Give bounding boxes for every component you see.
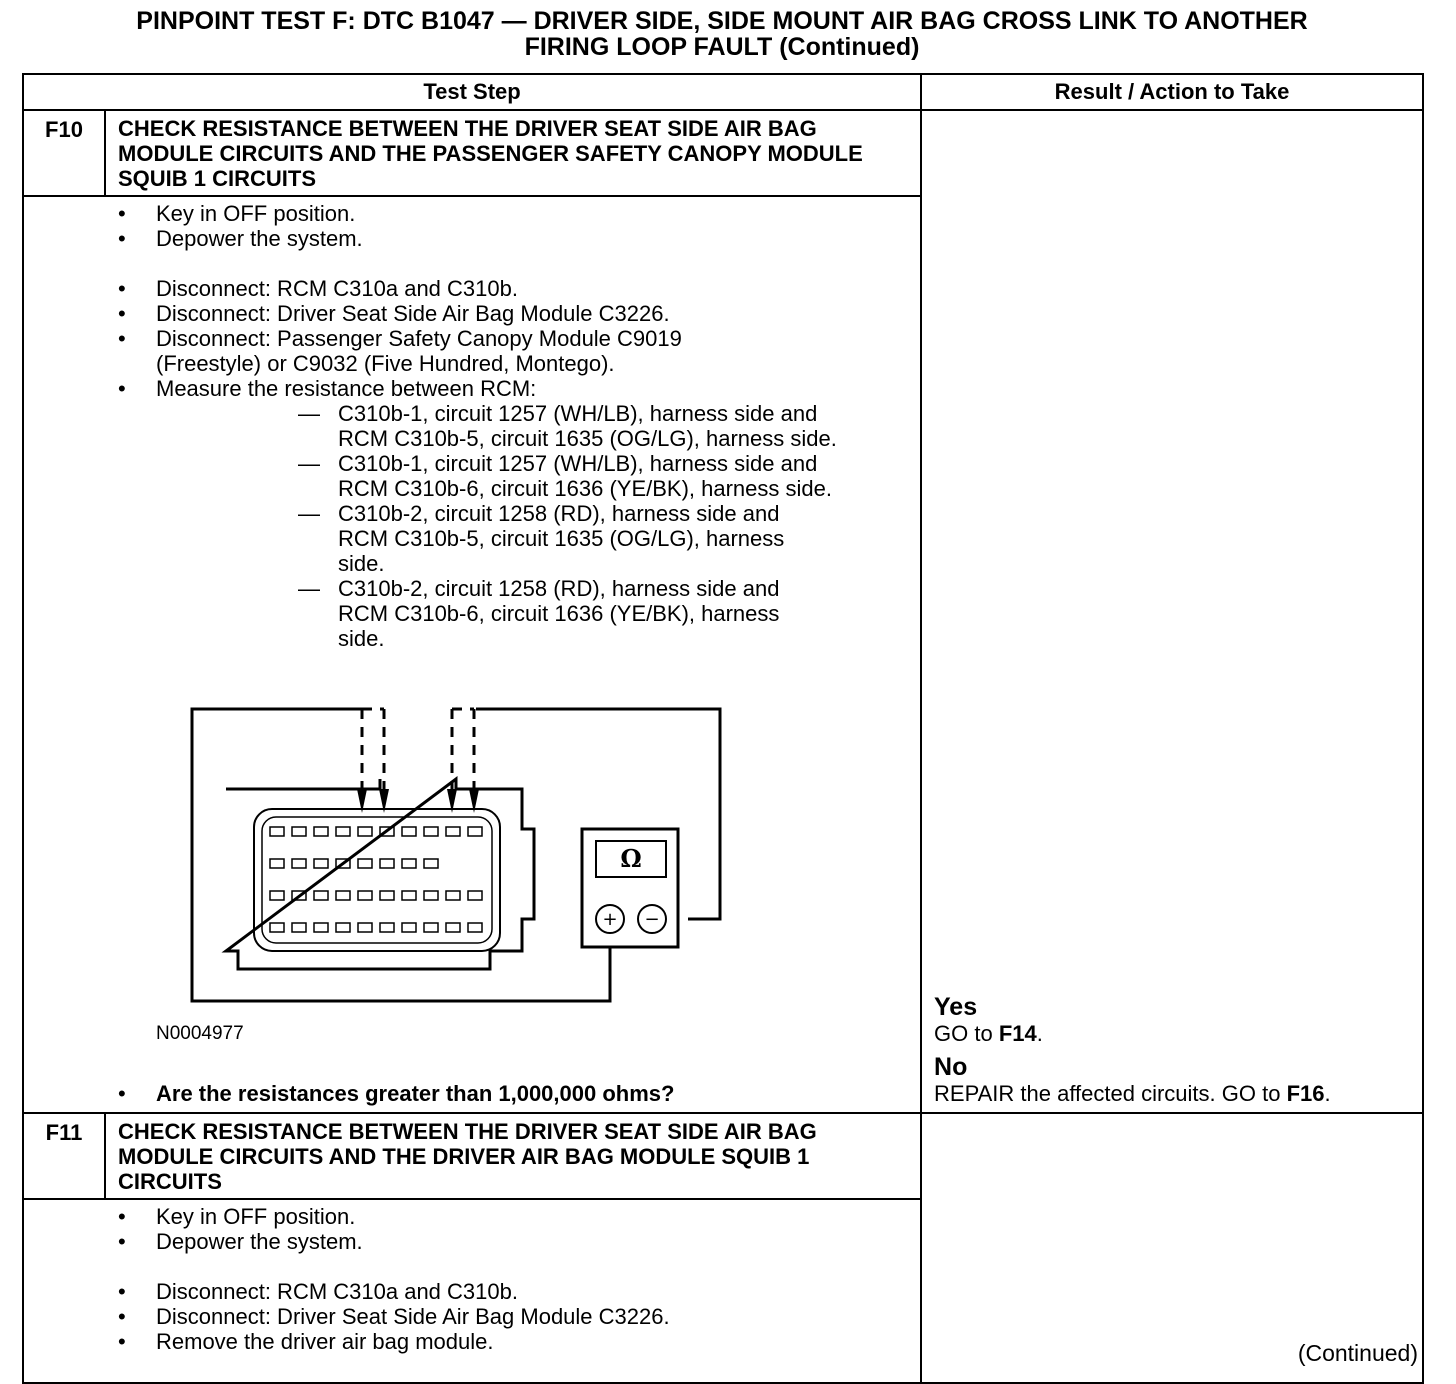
step-id-f11: F11 xyxy=(22,1112,106,1200)
list-item: •Disconnect: Passenger Safety Canopy Mod… xyxy=(118,326,682,376)
result-block-f10: Yes GO to F14. No REPAIR the affected ci… xyxy=(934,993,1331,1107)
measure-sublist: —C310b-1, circuit 1257 (WH/LB), harness … xyxy=(156,401,920,651)
list-item: •Are the resistances greater than 1,000,… xyxy=(118,1081,675,1106)
step-title-f10: CHECK RESISTANCE BETWEEN THE DRIVER SEAT… xyxy=(103,109,923,197)
result-cell-f11 xyxy=(920,1112,1425,1384)
result-cell-f10: Yes GO to F14. No REPAIR the affected ci… xyxy=(920,109,1425,1114)
page-title-line1: PINPOINT TEST F: DTC B1047 — DRIVER SIDE… xyxy=(136,7,1308,35)
page-title: PINPOINT TEST F: DTC B1047 — DRIVER SIDE… xyxy=(0,8,1444,60)
step-body-f11: •Key in OFF position. •Depower the syste… xyxy=(21,1198,923,1384)
page-title-line2: FIRING LOOP FAULT (Continued) xyxy=(524,33,920,61)
list-item: •Disconnect: RCM C310a and C310b. xyxy=(118,276,518,301)
question-text: Are the resistances greater than 1,000,0… xyxy=(156,1081,675,1106)
step-list-f11: •Key in OFF position. •Depower the syste… xyxy=(24,1204,920,1354)
list-item: •Depower the system. xyxy=(118,226,363,251)
pinpoint-test-table: Test Step Result / Action to Take F10 CH… xyxy=(21,73,1425,1384)
meter-minus-label: − xyxy=(644,909,659,930)
result-yes-target: F14 xyxy=(998,1021,1037,1046)
step-list-f10: •Key in OFF position. •Depower the syste… xyxy=(24,201,920,651)
ohmmeter-figure: Ω + − N0004977 xyxy=(24,651,922,1081)
sublist-item: —C310b-1, circuit 1257 (WH/LB), harness … xyxy=(298,401,837,451)
figure-code: N0004977 xyxy=(156,1023,244,1044)
pin-row-1 xyxy=(269,826,483,837)
result-no-action-text: REPAIR the affected circuits. GO to xyxy=(934,1081,1287,1106)
sublist-item: —C310b-2, circuit 1258 (RD), harness sid… xyxy=(298,501,785,576)
ohm-symbol: Ω xyxy=(620,844,641,873)
wire-plus xyxy=(190,707,612,1003)
list-item: •Depower the system. xyxy=(118,1229,363,1254)
list-item: •Disconnect: Driver Seat Side Air Bag Mo… xyxy=(118,301,670,326)
sublist-item: —C310b-2, circuit 1258 (RD), harness sid… xyxy=(298,576,780,651)
list-item: •Remove the driver air bag module. xyxy=(118,1329,494,1354)
step-title-f11: CHECK RESISTANCE BETWEEN THE DRIVER SEAT… xyxy=(103,1112,923,1200)
step-body-f10: •Key in OFF position. •Depower the syste… xyxy=(21,195,923,1114)
question-list-f10: •Are the resistances greater than 1,000,… xyxy=(24,1081,920,1106)
result-yes-label: Yes xyxy=(934,993,978,1021)
continued-note: (Continued) xyxy=(1297,1340,1418,1366)
wire-minus xyxy=(476,707,722,921)
result-no-action: REPAIR the affected circuits. GO to F16. xyxy=(934,1081,1331,1106)
header-test-step: Test Step xyxy=(21,73,923,111)
sublist-item: —C310b-1, circuit 1257 (WH/LB), harness … xyxy=(298,451,832,501)
list-item: •Disconnect: RCM C310a and C310b. xyxy=(118,1279,518,1304)
list-item: •Key in OFF position. xyxy=(118,201,356,226)
result-yes-action: GO to F14. xyxy=(934,1021,1331,1046)
result-yes-suffix: . xyxy=(1036,1021,1043,1046)
result-yes-action-text: GO to xyxy=(934,1021,999,1046)
pin-row-2 xyxy=(269,858,439,869)
result-no-suffix: . xyxy=(1324,1081,1331,1106)
result-no-label: No xyxy=(934,1053,968,1081)
step-id-f10: F10 xyxy=(22,109,106,197)
header-result-action: Result / Action to Take xyxy=(920,73,1425,111)
connector-diagram: Ω + − xyxy=(190,707,722,1003)
pin-row-4 xyxy=(269,922,483,933)
list-item: •Key in OFF position. xyxy=(118,1204,356,1229)
list-item: •Measure the resistance between RCM: —C3… xyxy=(24,376,920,651)
list-item: •Disconnect: Driver Seat Side Air Bag Mo… xyxy=(118,1304,670,1329)
result-no-target: F16 xyxy=(1286,1081,1325,1106)
meter-plus-label: + xyxy=(602,909,617,930)
pin-row-3 xyxy=(269,890,483,901)
